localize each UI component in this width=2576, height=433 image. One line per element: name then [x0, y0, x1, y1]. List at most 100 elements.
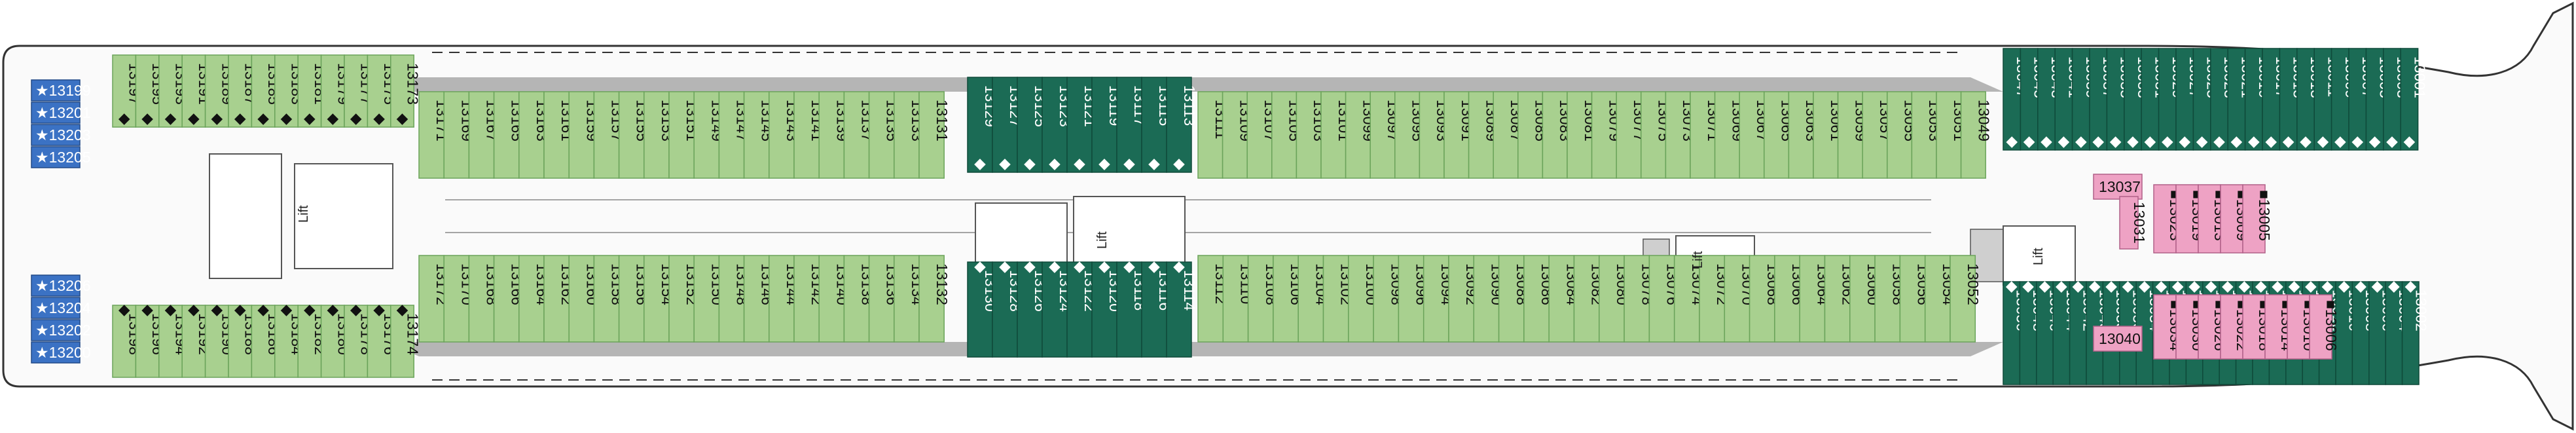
- cabin-13114[interactable]: 13114◆: [1166, 257, 1198, 358]
- cabin-box[interactable]: [418, 91, 444, 179]
- suite-13201[interactable]: ★13201: [31, 102, 91, 124]
- cabin-box[interactable]: [2003, 48, 2022, 151]
- cabin-box[interactable]: [2279, 48, 2298, 151]
- cabin-box[interactable]: [1699, 255, 1726, 343]
- cabin-box[interactable]: [1799, 255, 1826, 343]
- cabin-box[interactable]: [204, 54, 229, 128]
- cabin-box[interactable]: [2175, 184, 2199, 254]
- cabin-13059[interactable]: 13059: [1837, 91, 1870, 179]
- cabin-13074[interactable]: 13074: [1673, 255, 1706, 343]
- cabin-box[interactable]: [158, 54, 183, 128]
- cabin-box[interactable]: [251, 305, 276, 378]
- cabin-box[interactable]: [918, 91, 945, 179]
- cabin-box[interactable]: [418, 255, 444, 343]
- cabin-box[interactable]: [320, 54, 345, 128]
- cabin-box[interactable]: [1665, 91, 1691, 179]
- cabin-box[interactable]: [2309, 294, 2332, 360]
- cabin-box[interactable]: [297, 54, 322, 128]
- cabin-box[interactable]: [1523, 255, 1550, 343]
- cabin-box[interactable]: [390, 305, 414, 378]
- cabin-box[interactable]: [443, 91, 470, 179]
- cabin-13141[interactable]: 13141: [793, 91, 825, 179]
- cabin-13119[interactable]: 13119◆: [1091, 77, 1123, 173]
- cabin-box[interactable]: [918, 255, 945, 343]
- cabin-box[interactable]: [1960, 91, 1986, 179]
- cabin-13045[interactable]: 13045◆: [2020, 48, 2048, 151]
- cabin-box[interactable]: [1017, 77, 1043, 173]
- cabin-box[interactable]: [2192, 48, 2211, 151]
- cabin-13060[interactable]: 13060: [1849, 255, 1881, 343]
- cabin-box[interactable]: [1443, 91, 1470, 179]
- cabin-box[interactable]: [1271, 91, 1297, 179]
- cabin-box[interactable]: [1197, 91, 1224, 179]
- suite-13203[interactable]: ★13203: [31, 124, 91, 146]
- cabin-box[interactable]: [1322, 255, 1349, 343]
- cabin-box[interactable]: [2119, 196, 2139, 250]
- cabin-box[interactable]: [367, 54, 391, 128]
- cabin-box[interactable]: [344, 54, 369, 128]
- cabin-box[interactable]: [1624, 255, 1650, 343]
- cabin-13160[interactable]: 13160: [568, 255, 600, 343]
- suite-13202[interactable]: ★13202: [31, 319, 91, 341]
- cabin-box[interactable]: [1936, 91, 1962, 179]
- suite-box[interactable]: [31, 102, 81, 124]
- cabin-13189[interactable]: 13189◆: [204, 54, 236, 128]
- suite-box[interactable]: [31, 319, 81, 341]
- cabin-box[interactable]: [2287, 294, 2310, 360]
- cabin-13173[interactable]: 13173◆: [390, 54, 422, 128]
- cabin-box[interactable]: [1398, 255, 1424, 343]
- cabin-box[interactable]: [1591, 91, 1617, 179]
- cabin-box[interactable]: [718, 255, 745, 343]
- cabin-box[interactable]: [1813, 91, 1839, 179]
- cabin-box[interactable]: [2296, 48, 2315, 151]
- cabin-box[interactable]: [668, 255, 695, 343]
- cabin-13132[interactable]: 13132: [918, 255, 951, 343]
- cabin-13023[interactable]: ■13023: [2153, 184, 2184, 254]
- cabin-box[interactable]: [1950, 255, 1976, 343]
- cabin-box[interactable]: [1548, 255, 1575, 343]
- cabin-box[interactable]: [1166, 261, 1192, 358]
- cabin-box[interactable]: [468, 255, 495, 343]
- cabin-13128[interactable]: 13128◆: [992, 257, 1024, 358]
- cabin-13081[interactable]: 13081: [1567, 91, 1599, 179]
- cabin-box[interactable]: [1370, 91, 1396, 179]
- cabin-box[interactable]: [2313, 48, 2332, 151]
- cabin-box[interactable]: [518, 91, 545, 179]
- cabin-box[interactable]: [274, 305, 299, 378]
- cabin-box[interactable]: [2220, 184, 2243, 254]
- cabin-box[interactable]: [1517, 91, 1544, 179]
- cabin-box[interactable]: [1166, 77, 1192, 173]
- cabin-13089[interactable]: 13089: [1468, 91, 1500, 179]
- cabin-box[interactable]: [1862, 91, 1888, 179]
- cabin-box[interactable]: [1091, 77, 1117, 173]
- cabin-box[interactable]: [693, 255, 720, 343]
- cabin-box[interactable]: [2365, 48, 2384, 151]
- cabin-box[interactable]: [1273, 255, 1299, 343]
- cabin-13122[interactable]: 13122◆: [1066, 257, 1098, 358]
- cabin-box[interactable]: [1116, 261, 1142, 358]
- cabin-box[interactable]: [2071, 48, 2090, 151]
- cabin-box[interactable]: [1468, 91, 1494, 179]
- cabin-13037[interactable]: 13037: [2093, 174, 2143, 200]
- cabin-box[interactable]: [1116, 77, 1142, 173]
- cabin-box[interactable]: [1296, 91, 1322, 179]
- cabin-box[interactable]: [1042, 261, 1068, 358]
- cabin-box[interactable]: [992, 261, 1018, 358]
- cabin-box[interactable]: [967, 77, 993, 173]
- cabin-box[interactable]: [112, 305, 137, 378]
- cabin-box[interactable]: [1419, 91, 1445, 179]
- cabin-box[interactable]: [2401, 281, 2420, 385]
- cabin-box[interactable]: [769, 255, 795, 343]
- cabin-13056[interactable]: 13056: [1899, 255, 1932, 343]
- cabin-13040[interactable]: 13040: [2093, 326, 2143, 352]
- cabin-box[interactable]: [1345, 91, 1371, 179]
- cabin-box[interactable]: [367, 305, 391, 378]
- cabin-box[interactable]: [297, 305, 322, 378]
- cabin-box[interactable]: [843, 255, 870, 343]
- cabin-13064[interactable]: 13064: [1799, 255, 1831, 343]
- cabin-box[interactable]: [2385, 281, 2403, 385]
- cabin-box[interactable]: [251, 54, 276, 128]
- suite-13200[interactable]: ★13200: [31, 341, 91, 364]
- cabin-box[interactable]: [1739, 91, 1765, 179]
- cabin-box[interactable]: [2244, 48, 2263, 151]
